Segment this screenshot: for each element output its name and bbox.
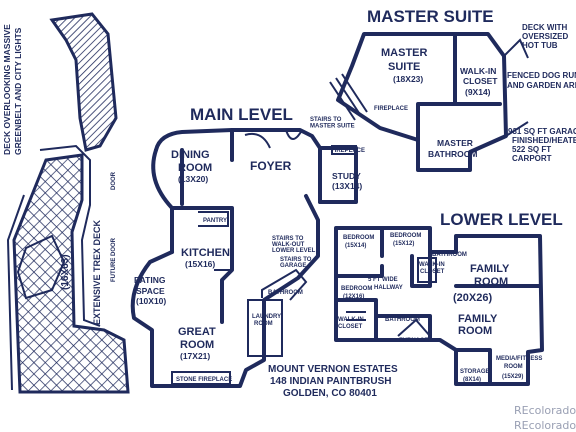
master-bathroom-label-1: MASTER (437, 138, 473, 148)
pantry-label: PANTRY (203, 218, 227, 224)
dining-room-dimension: (13X20) (178, 174, 208, 184)
walkin-closet-dimension: (9X14) (465, 87, 491, 97)
address-line-1: MOUNT VERNON ESTATES (268, 364, 398, 375)
lower-walkin2-label-1: WALK-IN (338, 317, 364, 323)
eating-space-dimension: (10X10) (136, 296, 166, 306)
stairs-garage-label-2: GARAGE (280, 263, 306, 269)
furnace-label: FURNACE (399, 338, 428, 344)
study-label: STUDY (332, 171, 361, 181)
bedroom2-label: BEDROOM (390, 233, 421, 239)
address-line-2: 148 INDIAN PAINTBRUSH (270, 376, 392, 387)
foyer-label: FOYER (250, 159, 292, 173)
stone-fireplace-label: STONE FIREPLACE (176, 377, 232, 383)
study-dimension: (13X14) (332, 181, 362, 191)
storage-dimension: (8X14) (463, 377, 481, 383)
study-fireplace-label: FIREPLACE (331, 148, 365, 154)
main-level-header: MAIN LEVEL (190, 105, 293, 124)
garage-note-1: 931 SQ FT GARAGE (508, 127, 576, 136)
family-room-dimension: (20X26) (453, 292, 492, 304)
lower-walkin-label-1: WALK-IN (419, 262, 445, 268)
main-level-walls (130, 128, 358, 388)
garage-note-2: FINISHED/HEATED (512, 136, 576, 145)
master-suite-label-2: SUITE (388, 61, 420, 73)
dining-room-label-2: ROOM (178, 162, 212, 174)
eating-space-label-2: SPACE (136, 286, 165, 296)
deck-bay (16, 234, 66, 300)
garage-note-3: 522 SQ FT (512, 145, 551, 154)
trex-deck (6, 12, 130, 394)
master-suite-walls (329, 32, 529, 172)
deck-outline (6, 144, 101, 391)
media-room-label-1: MEDIA/FITNESS (496, 356, 542, 362)
address-line-3: GOLDEN, CO 80401 (283, 388, 377, 399)
deck-greenbelt-label: GREENBELT AND CITY LIGHTS (13, 27, 23, 155)
kitchen-label: KITCHEN (181, 247, 230, 259)
trex-deck-label: EXTENSIVE TREX DECK (92, 219, 102, 325)
bedroom1-dimension: (15X14) (345, 243, 366, 249)
deck-massive-label: DECK OVERLOOKING MASSIVE (2, 24, 12, 155)
walkin-closet-label-1: WALK-IN (460, 66, 496, 76)
master-bathroom-label-2: BATHROOM (428, 149, 477, 159)
master-fireplace-label: FIREPLACE (374, 106, 408, 112)
stairs-lower-label-2: WALK-OUT (272, 242, 305, 248)
laundry-room-label-2: ROOM (254, 321, 273, 327)
dog-run-note-1: FENCED DOG RUN (507, 71, 576, 80)
great-room-dimension: (17X21) (180, 351, 210, 361)
family-room2-label-1: FAMILY (458, 313, 498, 325)
lower-deck (12, 153, 130, 394)
media-room-label-2: ROOM (504, 364, 523, 370)
hot-tub-note-1: DECK WITH (522, 23, 568, 32)
laundry-room-label-1: LAUNDRY (252, 314, 281, 320)
watermark-2: REcolorado (514, 419, 576, 432)
family-room2-label-2: ROOM (458, 325, 492, 337)
lower-bathroom2-label: BATHROOM (385, 317, 420, 323)
garage-note-4: CARPORT (512, 154, 552, 163)
stairs-lower-label-3: LOWER LEVEL (272, 248, 316, 254)
family-room-label-1: FAMILY (470, 263, 510, 275)
deck-door-label: DOOR (111, 171, 117, 190)
master-suite-header: MASTER SUITE (367, 7, 494, 26)
kitchen-dimension: (15X16) (185, 259, 215, 269)
great-room-label-2: ROOM (180, 339, 214, 351)
bedroom3-dimension: (12X16) (343, 294, 364, 300)
stairs-garage-label-1: STAIRS TO (280, 257, 312, 263)
hallway-label-2: HALLWAY (374, 285, 403, 291)
lower-walkin-label-2: CLOSET (420, 269, 445, 275)
stairs-lower-label-1: STAIRS TO (272, 236, 304, 242)
main-bathroom-label: BATHROOM (268, 290, 303, 296)
hallway-label-1: 5 FT WIDE (368, 277, 398, 283)
bedroom3-label: BEDROOM (341, 286, 372, 292)
storage-label: STORAGE (460, 369, 490, 375)
watermark-1: REcolorado (514, 404, 576, 417)
dining-room-label-1: DINING (171, 149, 210, 161)
media-room-dimension: (15X29) (502, 374, 523, 380)
dog-run-note-2: AND GARDEN AREA (507, 81, 576, 90)
bedroom1-label: BEDROOM (343, 235, 374, 241)
master-suite-dimension: (18X23) (393, 74, 423, 84)
family-room-label-2: ROOM (474, 276, 508, 288)
hot-tub-note-3: HOT TUB (522, 41, 558, 50)
bedroom2-dimension: (15X12) (393, 241, 414, 247)
master-suite-label-1: MASTER (381, 47, 428, 59)
future-door-label: FUTURE DOOR (111, 237, 117, 282)
lower-level-walls (334, 226, 544, 386)
lower-level-header: LOWER LEVEL (440, 210, 563, 229)
upper-deck (49, 12, 118, 152)
deck-dimension: (16X63) (60, 254, 71, 290)
great-room-label-1: GREAT (178, 326, 216, 338)
eating-space-label-1: EATING (134, 275, 166, 285)
hot-tub-note-2: OVERSIZED (522, 32, 568, 41)
lower-bathroom-label: BATHROOM (432, 252, 467, 258)
walkin-closet-label-2: CLOSET (463, 76, 498, 86)
lower-walkin2-label-2: CLOSET (338, 324, 363, 330)
